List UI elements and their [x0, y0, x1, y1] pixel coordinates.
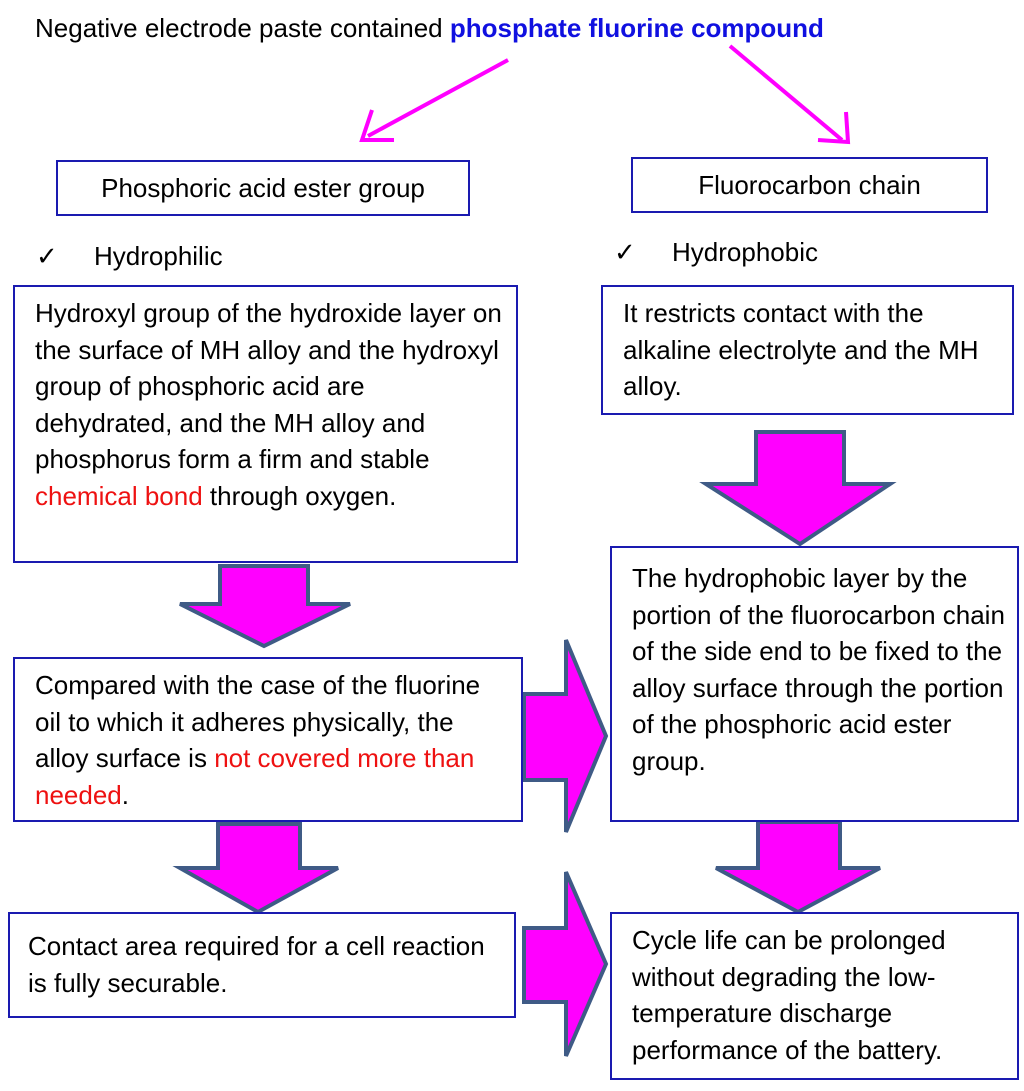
right-box-3-text: Cycle life can be prolonged without degr… [632, 925, 946, 1065]
thin-arrow-right [728, 44, 851, 145]
title-highlight: phosphate fluorine compound [449, 13, 824, 43]
left-box-3-text: Contact area required for a cell reactio… [28, 931, 485, 998]
left-box-2: Compared with the case of the fluorine o… [13, 657, 523, 822]
down-arrow-left-2 [172, 822, 339, 915]
left-box-3: Contact area required for a cell reactio… [8, 912, 516, 1018]
title-prefix: Negative electrode paste contained [35, 13, 443, 43]
left-header-box: Phosphoric acid ester group [56, 160, 470, 216]
left-box-2-text: Compared with the case of the fluorine o… [35, 670, 481, 773]
down-arrow-left-1 [179, 564, 351, 649]
right-header-label: Fluorocarbon chain [698, 169, 921, 200]
right-box-1-text: It restricts contact with the alkaline e… [623, 298, 979, 401]
left-box-2-emphasis: not covered more than needed [35, 743, 475, 810]
right-header-box: Fluorocarbon chain [631, 157, 988, 213]
left-box-2-text-end: . [121, 779, 129, 810]
right-box-3: Cycle life can be prolonged without degr… [610, 912, 1019, 1080]
left-header-label: Phosphoric acid ester group [101, 172, 425, 203]
right-box-1: It restricts contact with the alkaline e… [601, 285, 1014, 415]
left-property-label: Hydrophilic [94, 241, 223, 271]
right-arrow-bottom [522, 871, 609, 1057]
diagram-title: Negative electrode paste contained phosp… [35, 10, 824, 46]
right-arrow-middle [522, 639, 609, 833]
right-property-label: Hydrophobic [672, 237, 818, 267]
down-arrow-right-2 [715, 820, 881, 915]
thin-arrow-left [359, 58, 509, 142]
left-box-1-text: Hydroxyl group of the hydroxide layer on… [35, 298, 502, 474]
left-box-1: Hydroxyl group of the hydroxide layer on… [13, 285, 518, 563]
left-property: ✓ Hydrophilic [36, 241, 223, 271]
right-box-2-text: The hydrophobic layer by the portion of … [632, 563, 1005, 776]
check-icon: ✓ [614, 237, 636, 267]
down-arrow-right-1 [699, 430, 897, 547]
check-icon: ✓ [36, 241, 58, 271]
left-box-1-text-end: through oxygen. [202, 480, 397, 511]
right-box-2: The hydrophobic layer by the portion of … [610, 546, 1019, 822]
right-property: ✓ Hydrophobic [614, 237, 818, 267]
left-box-1-emphasis: chemical bond [35, 480, 203, 511]
